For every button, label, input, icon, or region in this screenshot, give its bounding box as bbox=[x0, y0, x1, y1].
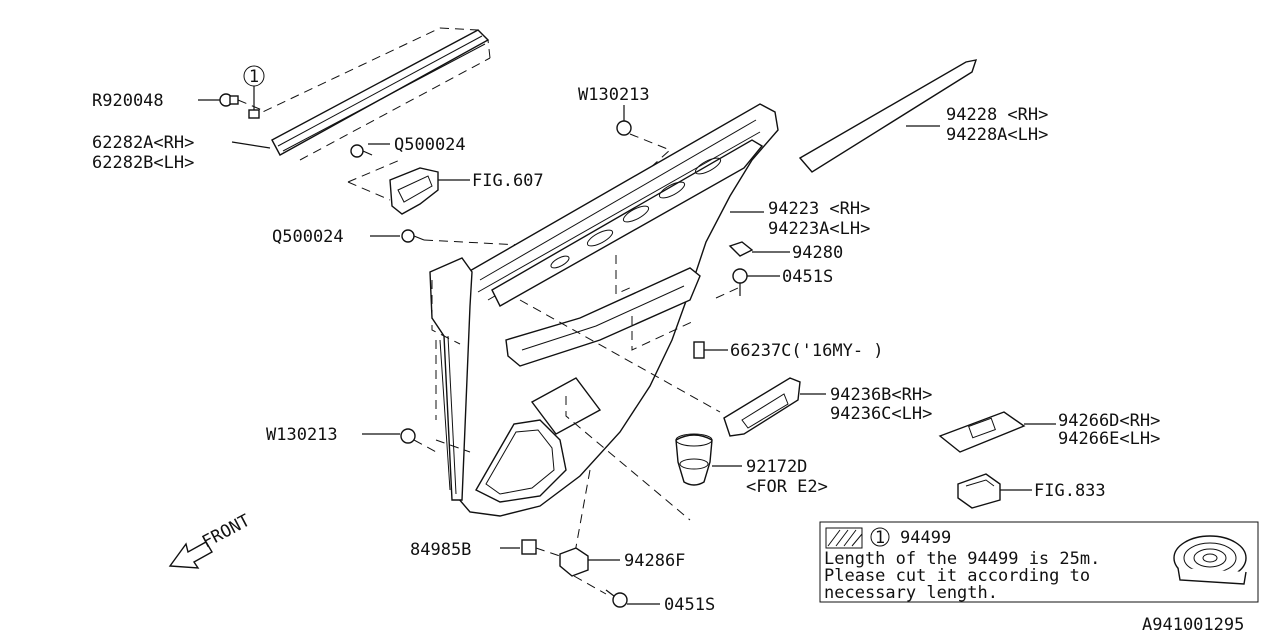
clip-84985b bbox=[500, 539, 561, 557]
inner-handle-bracket bbox=[347, 159, 470, 215]
clip-w130213-bottom bbox=[362, 428, 441, 455]
screw-0451s-top bbox=[732, 268, 780, 296]
clip-w130213-top bbox=[616, 105, 671, 169]
label-94236c: 94236C<LH> bbox=[830, 404, 932, 424]
note-box bbox=[819, 521, 1259, 603]
label-94223a: 94223A<LH> bbox=[768, 219, 870, 239]
cap-94280 bbox=[728, 241, 790, 257]
label-94266e: 94266E<LH> bbox=[1058, 429, 1160, 449]
screw-0451s-bottom bbox=[605, 589, 660, 608]
switch-panel-94266 bbox=[938, 411, 1056, 453]
label-w130213-bottom: W130213 bbox=[266, 425, 338, 445]
label-94223: 94223 <RH> bbox=[768, 199, 870, 219]
handle-bezel-94236 bbox=[723, 377, 826, 437]
label-0451s-top: 0451S bbox=[782, 267, 833, 287]
label-94228: 94228 <RH> bbox=[946, 105, 1048, 125]
door-trim-panel-94223 bbox=[429, 103, 779, 517]
bolt-q500024-top bbox=[350, 143, 390, 158]
label-94280: 94280 bbox=[792, 243, 843, 263]
cup-holder-92172d bbox=[675, 433, 742, 486]
label-66237c: 66237C('16MY- ) bbox=[730, 341, 884, 361]
weatherstrip-62282 bbox=[249, 27, 491, 161]
assembly-guide-lines bbox=[431, 255, 739, 559]
label-0451s-bottom: 0451S bbox=[664, 595, 715, 615]
label-w130213-top: W130213 bbox=[578, 85, 650, 105]
callout-1-marker bbox=[243, 65, 265, 119]
callout-1-number: 1 bbox=[249, 67, 259, 87]
leader-62282 bbox=[231, 141, 271, 149]
note-line-2: Please cut it according to bbox=[824, 566, 1090, 586]
label-94266d: 94266D<RH> bbox=[1058, 411, 1160, 431]
note-line-1: Length of the 94499 is 25m. bbox=[824, 549, 1100, 569]
clip-66237c bbox=[693, 341, 728, 359]
clip-r920048 bbox=[198, 93, 263, 111]
label-92172d: 92172D bbox=[746, 457, 807, 477]
label-84985b: 84985B bbox=[410, 540, 471, 560]
label-q500024-mid: Q500024 bbox=[272, 227, 344, 247]
diagram-id: A941001295 bbox=[1142, 615, 1244, 635]
label-r920048: R920048 bbox=[92, 91, 164, 111]
front-arrow bbox=[168, 541, 213, 569]
label-62282a: 62282A<RH> bbox=[92, 133, 194, 153]
note-part-number: 94499 bbox=[900, 528, 951, 548]
label-62282b: 62282B<LH> bbox=[92, 153, 194, 173]
label-front: FRONT bbox=[199, 511, 254, 553]
label-for-e2: <FOR E2> bbox=[746, 477, 828, 497]
bracket-94286f bbox=[559, 547, 620, 595]
label-fig607: FIG.607 bbox=[472, 171, 544, 191]
label-94286f: 94286F bbox=[624, 551, 685, 571]
label-94236b: 94236B<RH> bbox=[830, 385, 932, 405]
label-94228a: 94228A<LH> bbox=[946, 125, 1048, 145]
window-switch-fig833 bbox=[957, 473, 1032, 509]
belt-molding-94228 bbox=[798, 59, 978, 173]
label-q500024-top: Q500024 bbox=[394, 135, 466, 155]
label-fig833: FIG.833 bbox=[1034, 481, 1106, 501]
note-line-3: necessary length. bbox=[824, 583, 998, 603]
note-ref-number: 1 bbox=[875, 528, 885, 548]
bolt-q500024-mid bbox=[370, 229, 521, 246]
